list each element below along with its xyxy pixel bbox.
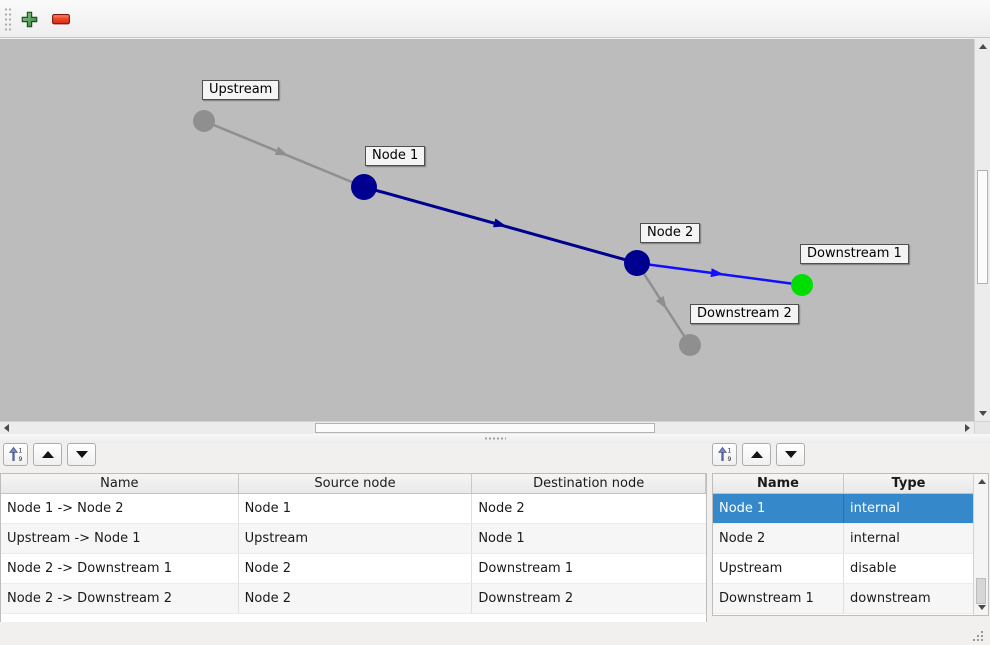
edges-table-row[interactable]: Node 2 -> Downstream 2 Node 2 Downstream… <box>1 584 706 614</box>
node-label-upstream[interactable]: Upstream <box>202 80 280 100</box>
nodes-move-down-button[interactable] <box>776 443 805 466</box>
edges-move-up-button[interactable] <box>33 443 62 466</box>
node-node2[interactable] <box>624 250 650 276</box>
move-down-icon <box>75 451 88 458</box>
cell-type: internal <box>844 494 974 523</box>
node-label-node1[interactable]: Node 1 <box>365 146 426 166</box>
node-node1[interactable] <box>351 174 377 200</box>
scroll-right-arrow-icon[interactable] <box>965 424 970 432</box>
node-downstream2[interactable] <box>679 334 701 356</box>
edges-table-header: Name Source node Destination node <box>1 474 706 494</box>
nodes-table-header: Name Type <box>713 474 988 494</box>
nodes-table: Name Type Node 1 internal Node 2 interna… <box>712 473 989 616</box>
scroll-left-arrow-icon[interactable] <box>4 424 9 432</box>
cell-source: Node 2 <box>239 554 473 583</box>
add-node-button[interactable] <box>18 8 40 30</box>
graph-svg <box>193 110 813 356</box>
column-header-source-node[interactable]: Source node <box>239 474 473 493</box>
node-upstream[interactable] <box>193 110 215 132</box>
column-header-destination-node[interactable]: Destination node <box>472 474 706 493</box>
sort-icon: 1 9 <box>717 447 731 462</box>
window-resize-grip-icon[interactable] <box>971 629 983 641</box>
scroll-up-arrow-icon[interactable] <box>979 44 987 49</box>
cell-source: Node 1 <box>239 494 473 523</box>
edge-arrow-upstream-node1 <box>274 146 289 156</box>
svg-text:1: 1 <box>727 448 731 455</box>
column-header-type[interactable]: Type <box>844 474 974 493</box>
scroll-down-arrow-icon[interactable] <box>978 605 986 610</box>
cell-name: Node 1 <box>713 494 844 523</box>
graph-canvas[interactable]: Upstream Node 1 Node 2 Downstream 1 Down… <box>0 39 974 421</box>
nodes-table-row[interactable]: Node 2 internal <box>713 524 988 554</box>
cell-name: Upstream <box>713 554 844 583</box>
svg-text:9: 9 <box>18 456 22 462</box>
cell-name: Node 2 -> Downstream 1 <box>1 554 239 583</box>
table-scrollbar-thumb[interactable] <box>976 578 986 604</box>
cell-name: Downstream 1 <box>713 584 844 613</box>
nodes-table-row[interactable]: Upstream disable <box>713 554 988 584</box>
cell-destination: Downstream 2 <box>478 591 574 606</box>
move-down-icon <box>784 451 797 458</box>
svg-text:9: 9 <box>727 456 731 462</box>
column-header-name[interactable]: Name <box>713 474 844 493</box>
node-downstream1[interactable] <box>791 274 813 296</box>
empty-row <box>1 614 706 622</box>
edge-arrow-node1-node2 <box>493 218 507 228</box>
cell-type: internal <box>850 531 900 546</box>
cell-source: Upstream <box>239 524 473 553</box>
nodes-sort-button[interactable]: 1 9 <box>712 443 737 466</box>
column-header-name[interactable]: Name <box>1 474 239 493</box>
edges-move-down-button[interactable] <box>67 443 96 466</box>
nodes-table-scrollbar[interactable] <box>973 474 988 615</box>
main-toolbar <box>0 0 990 38</box>
cell-name: Upstream -> Node 1 <box>1 524 239 553</box>
cell-destination: Downstream 1 <box>478 561 574 576</box>
edges-table-row[interactable]: Node 1 -> Node 2 Node 1 Node 2 <box>1 494 706 524</box>
edges-table-row[interactable]: Node 2 -> Downstream 1 Node 2 Downstream… <box>1 554 706 584</box>
remove-node-button[interactable] <box>50 8 72 30</box>
cell-name: Node 2 -> Downstream 2 <box>1 584 239 613</box>
edges-sort-button[interactable]: 1 9 <box>3 443 28 466</box>
nodes-table-row[interactable]: Downstream 1 downstream <box>713 584 988 614</box>
cell-name: Node 1 -> Node 2 <box>1 494 239 523</box>
scrollbar-corner <box>974 421 990 434</box>
cell-name: Node 2 <box>713 524 844 553</box>
node-label-node2[interactable]: Node 2 <box>640 223 701 243</box>
move-up-icon <box>41 451 54 458</box>
horizontal-scrollbar-thumb[interactable] <box>315 423 655 433</box>
cell-destination: Node 1 <box>478 531 525 546</box>
node-label-downstream2[interactable]: Downstream 2 <box>690 304 799 324</box>
nodes-move-up-button[interactable] <box>742 443 771 466</box>
move-up-icon <box>750 451 763 458</box>
cell-type: downstream <box>850 591 931 606</box>
cell-destination: Node 2 <box>478 501 525 516</box>
add-node-icon <box>21 11 37 27</box>
splitter-grip-icon <box>484 437 506 440</box>
cell-type: disable <box>850 561 897 576</box>
sort-icon: 1 9 <box>8 447 22 462</box>
edge-arrow-node2-downstream1 <box>710 268 724 278</box>
node-label-downstream1[interactable]: Downstream 1 <box>800 244 909 264</box>
vertical-scrollbar-thumb[interactable] <box>977 170 988 284</box>
canvas-vertical-scrollbar[interactable] <box>974 39 990 421</box>
edges-table: Name Source node Destination node Node 1… <box>0 473 707 622</box>
edge-arrow-node2-downstream2 <box>655 296 667 310</box>
scroll-down-arrow-icon[interactable] <box>979 411 987 416</box>
nodes-table-row-selected[interactable]: Node 1 internal <box>713 494 988 524</box>
canvas-horizontal-scrollbar[interactable] <box>0 421 974 434</box>
panel-splitter[interactable] <box>0 434 990 443</box>
scroll-up-arrow-icon[interactable] <box>978 479 986 484</box>
svg-text:1: 1 <box>18 448 22 455</box>
edges-table-row[interactable]: Upstream -> Node 1 Upstream Node 1 <box>1 524 706 554</box>
remove-node-icon <box>52 13 70 24</box>
cell-source: Node 2 <box>239 584 473 613</box>
toolbar-drag-handle[interactable] <box>4 7 12 32</box>
